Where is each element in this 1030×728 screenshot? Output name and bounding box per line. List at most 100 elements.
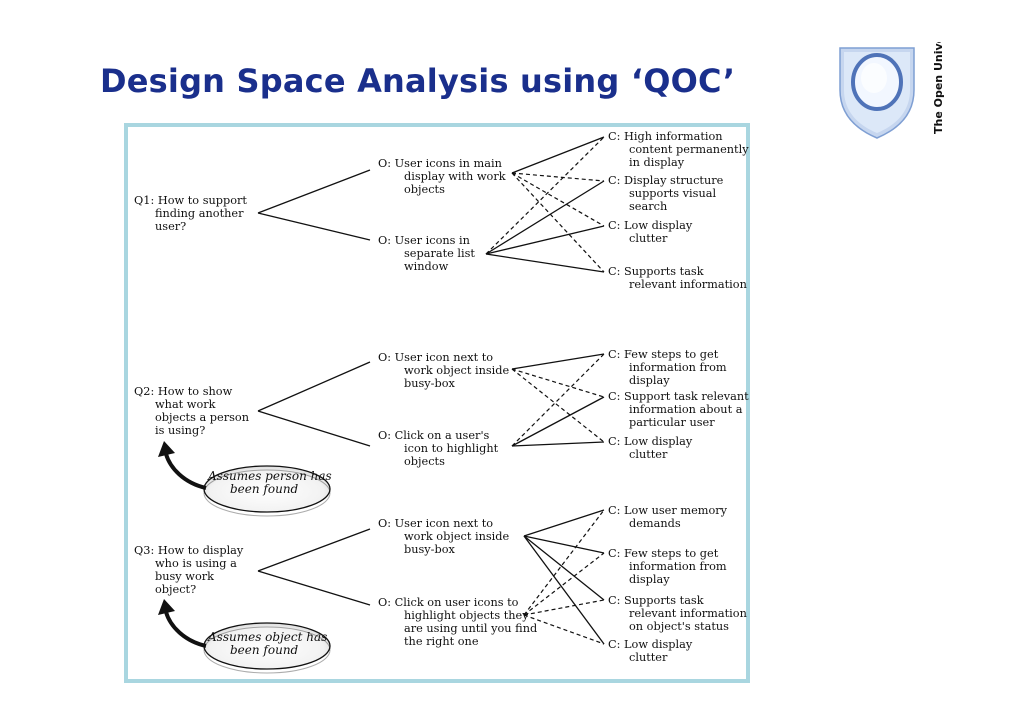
q2-branch-1 [257,361,371,412]
q2-criterion-3-line-2: clutter [629,448,668,461]
q2-line-4: is using? [155,424,205,437]
q3-criterion-4-line-1: C: Low display [608,638,693,651]
q2-branch-2 [257,410,371,447]
q3-line-3: busy work [155,570,214,583]
q3-option-1-line-2: work object inside [404,530,510,543]
q1-criterion-2-line-2: supports visual [629,187,716,200]
q3-link-o2-c3 [523,599,605,616]
q1-link-o2-c3 [485,225,605,255]
q2-criterion-1: C: Few steps to get information from dis… [608,348,727,387]
q2-option-2: O: Click on a user's icon to highlight o… [378,429,499,468]
curved-arrow-icon [158,441,207,490]
q2-option-1-line-3: busy-box [404,377,456,390]
q2-line-1: Q2: How to show [134,385,233,398]
q1-criterion-4: C: Supports task relevant information [608,265,747,291]
qoc-group-1: Q1: How to support finding another user?… [134,130,749,291]
q3-line-1: Q3: How to display [134,544,244,557]
q3-question: Q3: How to display who is using a busy w… [134,544,244,596]
q3-criterion-2-line-2: information from [629,560,727,573]
q2-criterion-1-line-1: C: Few steps to get [608,348,719,361]
q3-branch-2 [257,570,371,606]
q3-link-o1-c2 [523,535,605,554]
q2-option-2-line-1: O: Click on a user's [378,429,490,442]
q1-branch-2 [257,212,371,241]
q1-criterion-3: C: Low display clutter [608,219,693,245]
open-university-logo: The Open University [839,42,945,139]
q1-criterion-4-line-2: relevant information [629,278,747,291]
q1-option-1-line-1: O: User icons in main [378,157,502,170]
q1-option-2-line-1: O: User icons in [378,234,470,247]
q2-line-3: objects a person [155,411,249,424]
q3-option-1-line-3: busy-box [404,543,456,556]
q2-option-2-line-3: objects [404,455,445,468]
q3-criterion-1-line-1: C: Low user memory [608,504,728,517]
q3-option-2-line-3: are using until you find [404,622,537,635]
q1-criterion-1-line-3: in display [629,156,685,169]
logo-wordmark: The Open University [932,42,945,134]
q3-criterion-3: C: Supports task relevant information on… [608,594,747,633]
q3-link-o1-c1 [523,509,605,537]
q1-criterion-1: C: High information content permanently … [608,130,749,169]
q2-link-o1-c1 [511,353,605,370]
q2-criterion-3: C: Low display clutter [608,435,693,461]
q1-option-1-line-3: objects [404,183,445,196]
q1-criterion-3-line-2: clutter [629,232,668,245]
q1-option-2: O: User icons in separate list window [378,234,475,273]
q1-line-1: Q1: How to support [134,194,247,207]
q2-option-1-line-1: O: User icon next to [378,351,493,364]
qoc-diagram: Q1: How to support finding another user?… [134,130,749,674]
q1-line-2: finding another [155,207,244,220]
slide-title: Design Space Analysis using ‘QOC’ [100,62,736,100]
q1-link-o2-c1 [485,136,605,255]
q2-option-1-line-2: work object inside [404,364,510,377]
q2-link-o2-c2 [511,396,605,447]
q3-option-2-line-4: the right one [404,635,479,648]
q2-criterion-2-line-2: information about a [629,403,743,416]
q1-criterion-2-line-1: C: Display structure [608,174,724,187]
q3-criterion-3-line-1: C: Supports task [608,594,704,607]
q3-assumption-line-2: been found [230,643,299,657]
q1-option-1-line-2: display with work [404,170,506,183]
q3-option-2-line-1: O: Click on user icons to [378,596,519,609]
q2-criterion-1-line-3: display [629,374,670,387]
q3-option-2: O: Click on user icons to highlight obje… [378,596,537,648]
q2-assumption-line-1: Assumes person has [207,469,332,483]
q2-criterion-2: C: Support task relevant information abo… [608,390,749,429]
q1-link-o1-c1 [511,136,605,174]
q3-criterion-3-line-3: on object's status [629,620,729,633]
q1-link-o1-c3 [511,172,605,227]
q2-assumption: Assumes person has been found [158,441,332,517]
q2-criterion-3-line-1: C: Low display [608,435,693,448]
q2-option-1: O: User icon next to work object inside … [378,351,510,390]
q2-assumption-line-2: been found [230,482,299,496]
q3-link-o1-c4 [523,535,605,645]
q3-option-1-line-1: O: User icon next to [378,517,493,530]
q1-link-o2-c2 [485,180,605,255]
q2-link-o1-c2 [511,368,605,398]
q1-link-o1-c4 [511,172,605,273]
q3-assumption-line-1: Assumes object has [207,630,327,644]
q2-criterion-2-line-3: particular user [629,416,715,429]
q1-criterion-2: C: Display structure supports visual sea… [608,174,724,213]
q3-assumption: Assumes object has been found [158,599,331,674]
q1-criterion-2-line-3: search [629,200,667,213]
q1-criterion-4-line-1: C: Supports task [608,265,704,278]
q3-criterion-3-line-2: relevant information [629,607,747,620]
q1-option-2-line-2: separate list [404,247,475,260]
q1-criterion-1-line-1: C: High information [608,130,723,143]
q3-criterion-2-line-1: C: Few steps to get [608,547,719,560]
q2-criterion-1-line-2: information from [629,361,727,374]
q3-line-2: who is using a [155,557,237,570]
q1-option-2-line-3: window [404,260,449,273]
q1-link-o1-c2 [511,172,605,182]
q3-option-2-line-2: highlight objects they [404,609,529,622]
q3-criterion-4: C: Low display clutter [608,638,693,664]
q3-link-o2-c2 [523,552,605,616]
q1-branch-1 [257,169,371,214]
q2-question: Q2: How to show what work objects a pers… [134,385,249,437]
q1-criterion-3-line-1: C: Low display [608,219,693,232]
q1-link-o2-c4 [485,253,605,273]
q2-link-o1-c3 [511,368,605,443]
q3-option-1: O: User icon next to work object inside … [378,517,510,556]
qoc-group-3: Q3: How to display who is using a busy w… [134,504,747,674]
